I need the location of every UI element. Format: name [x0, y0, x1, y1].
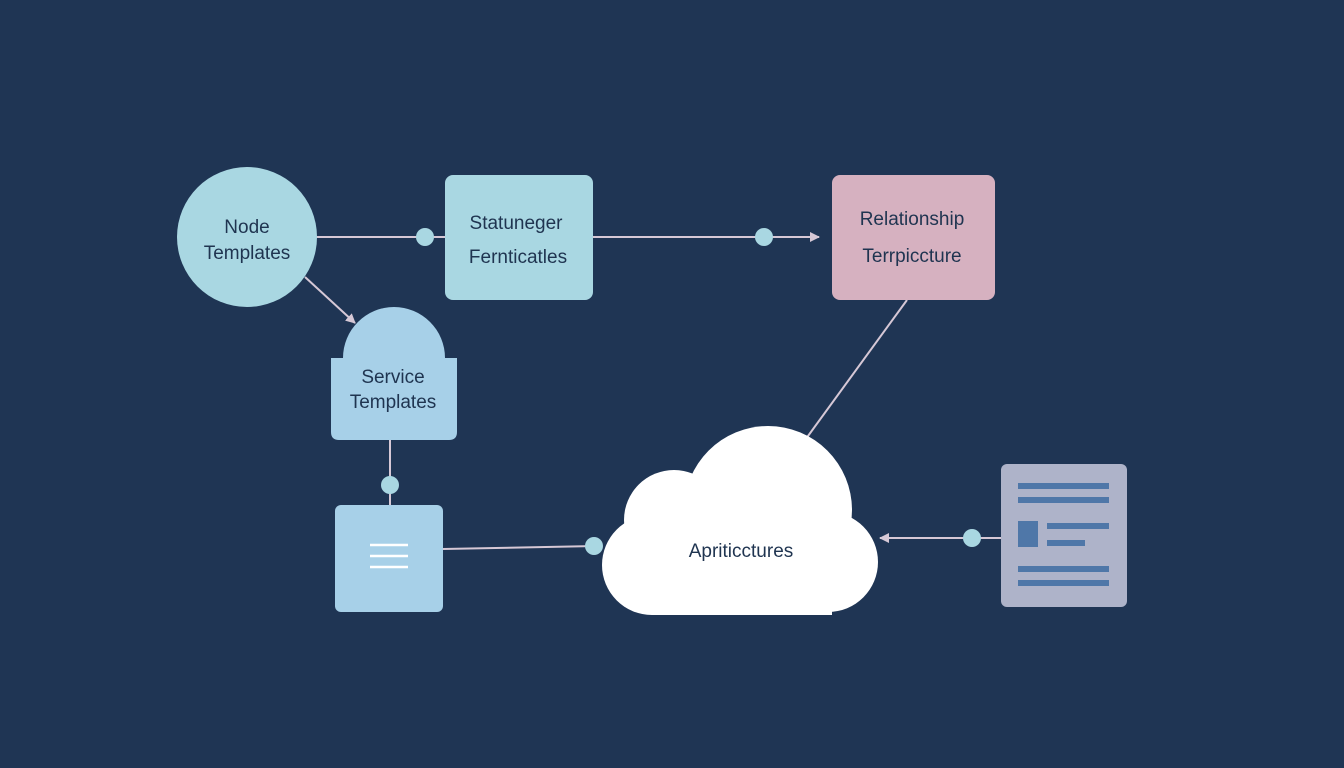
document-node[interactable] [1001, 464, 1127, 607]
relationship-label-line2: Terrpiccture [862, 246, 961, 267]
relationship-node[interactable]: Relationship Terrpiccture [832, 175, 995, 300]
menu-box [335, 505, 443, 612]
service-templates-node[interactable]: Service Templates [331, 307, 457, 440]
cloud-label: Apriticctures [689, 541, 794, 562]
relationship-label-line1: Relationship [860, 209, 965, 230]
rounded-box-icon [445, 175, 593, 300]
document-lines [1018, 483, 1109, 586]
rounded-box-icon [832, 175, 995, 300]
node-templates-node[interactable]: Node Templates [177, 167, 317, 307]
cloud-node[interactable]: Apriticctures [602, 426, 878, 615]
statuneger-node[interactable]: Statuneger Fernticatles [445, 175, 593, 300]
node-templates-label-line2: Templates [204, 243, 291, 264]
dome-box-icon [331, 307, 457, 440]
service-templates-label-line2: Templates [350, 392, 437, 413]
connector-relationship-to-cloud [799, 299, 908, 448]
connector-dot [416, 228, 434, 246]
cloud-icon [602, 426, 878, 615]
statuneger-label-line1: Statuneger [470, 213, 564, 234]
connector-dot [755, 228, 773, 246]
menu-box-node[interactable] [335, 505, 443, 612]
connector-dot [585, 537, 603, 555]
connector-dots [381, 228, 981, 555]
statuneger-label-line2: Fernticatles [469, 247, 567, 268]
connector-dot [963, 529, 981, 547]
connector-node-to-service [304, 276, 356, 324]
service-templates-label-line1: Service [361, 367, 424, 388]
hamburger-menu-icon [370, 543, 408, 569]
connector-dot [381, 476, 399, 494]
node-templates-label-line1: Node [224, 217, 269, 238]
circle-node-icon [177, 167, 317, 307]
connector-menu-box-to-cloud [442, 545, 597, 550]
